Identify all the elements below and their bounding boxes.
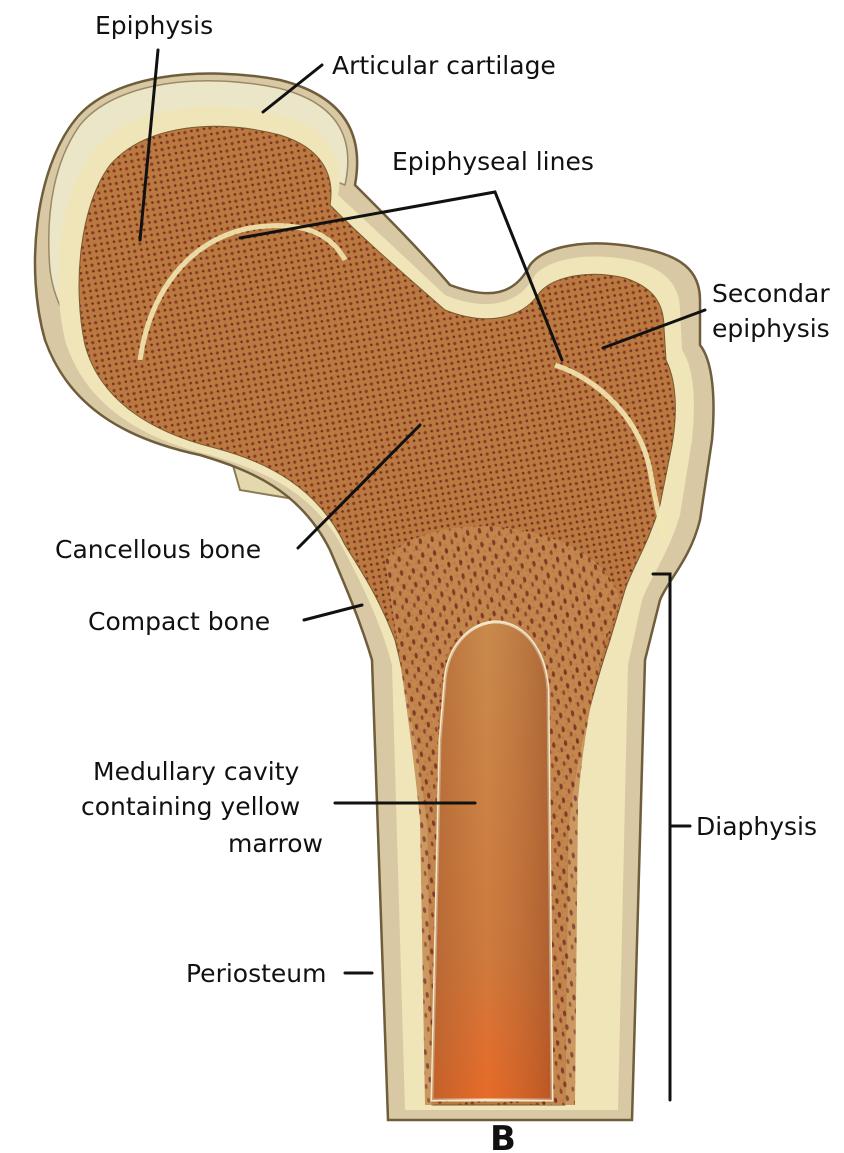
label-periosteum: Periosteum: [186, 959, 327, 988]
label-medullary-2: containing yellow: [81, 792, 300, 821]
label-secondary-epiphysis-1: Secondar: [712, 279, 830, 308]
label-compact-bone: Compact bone: [88, 607, 270, 636]
label-medullary-1: Medullary cavity: [93, 757, 300, 786]
label-secondary-epiphysis-2: epiphysis: [712, 314, 830, 343]
label-epiphysis: Epiphysis: [95, 11, 213, 40]
label-articular-cartilage: Articular cartilage: [332, 51, 556, 80]
medullary-cavity-shading: [432, 622, 552, 1100]
label-cancellous-bone: Cancellous bone: [55, 535, 261, 564]
compact-bone-leader: [304, 605, 362, 620]
panel-letter: B: [490, 1119, 516, 1153]
label-diaphysis: Diaphysis: [696, 812, 817, 841]
label-epiphyseal-lines: Epiphyseal lines: [392, 147, 594, 176]
diaphysis-bracket: [653, 574, 670, 1100]
label-medullary-3: marrow: [228, 829, 323, 858]
